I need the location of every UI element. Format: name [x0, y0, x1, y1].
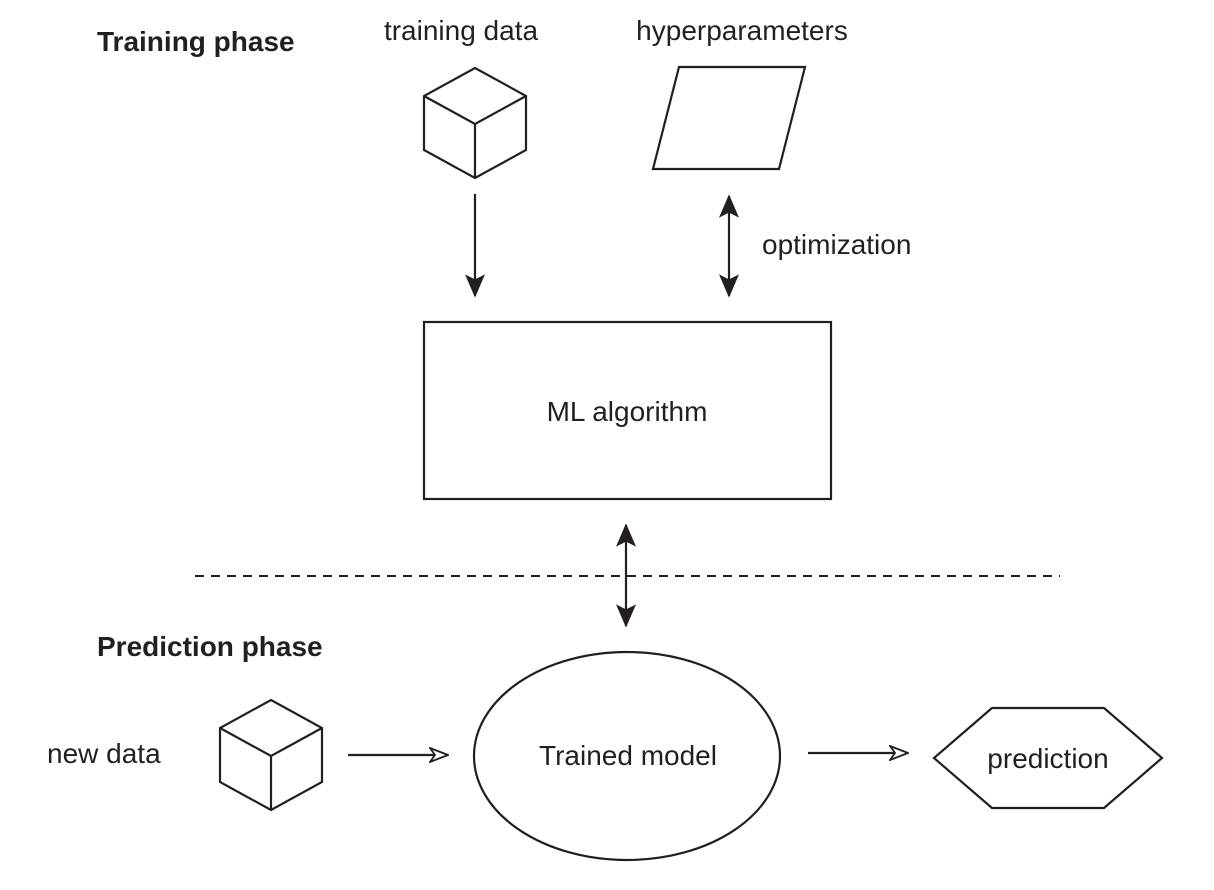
- training-data-label: training data: [384, 15, 539, 46]
- ml-algorithm-label: ML algorithm: [547, 396, 708, 427]
- optimization-label: optimization: [762, 229, 911, 260]
- prediction-hexagon-icon: [932, 706, 1164, 810]
- hyperparameters-label: hyperparameters: [636, 15, 848, 46]
- new-data-cube-icon: [218, 698, 324, 812]
- ml-algorithm-box: [422, 320, 833, 501]
- new-data-label: new data: [47, 738, 161, 769]
- hyperparameters-parallelogram-icon: [651, 65, 807, 171]
- prediction-phase-heading: Prediction phase: [97, 631, 323, 662]
- training-data-cube-icon: [422, 66, 528, 180]
- trained-model-ellipse: [472, 650, 782, 862]
- trained-model-label: Trained model: [539, 740, 717, 771]
- training-phase-heading: Training phase: [97, 26, 295, 57]
- prediction-label: prediction: [987, 743, 1108, 774]
